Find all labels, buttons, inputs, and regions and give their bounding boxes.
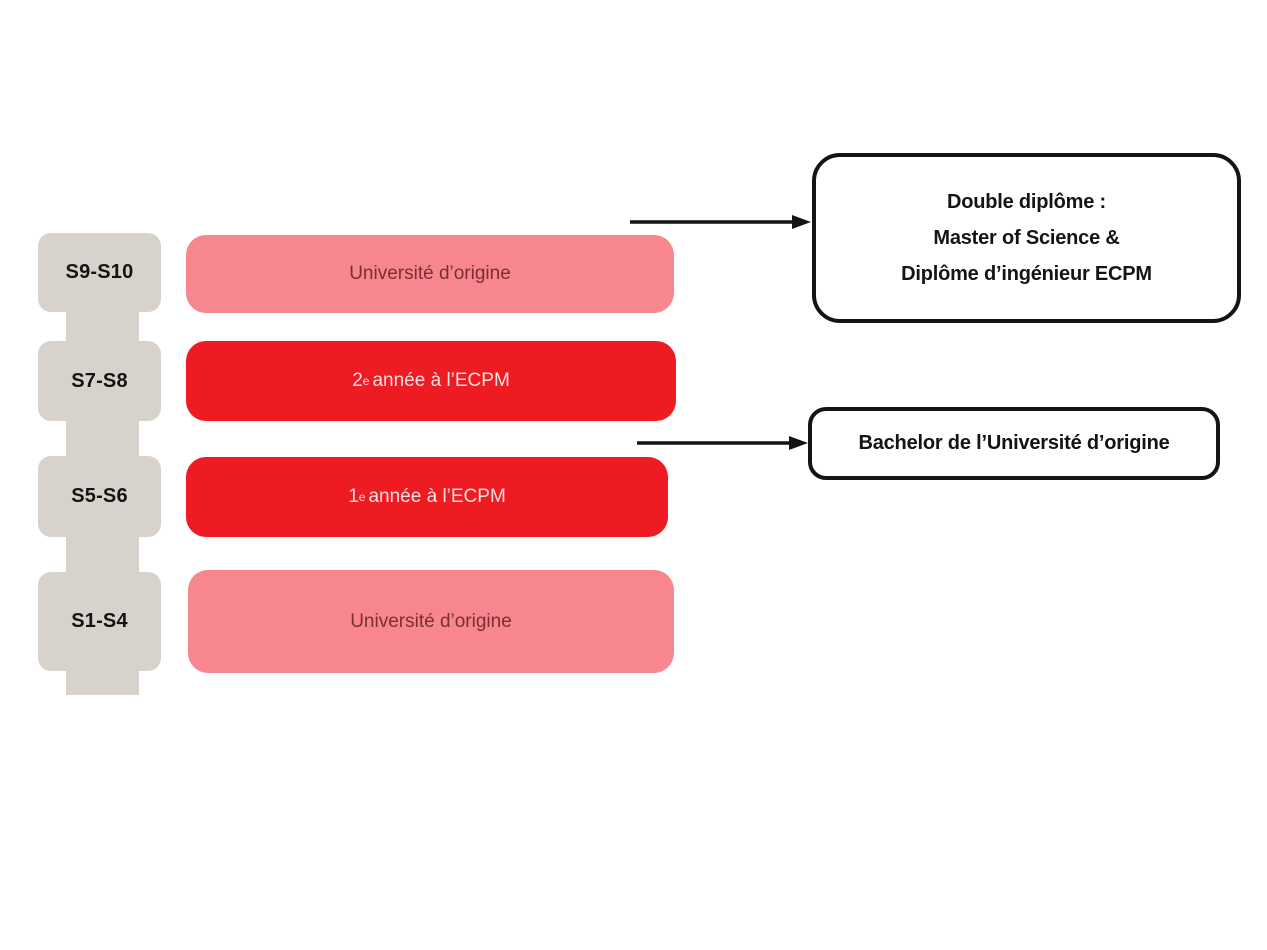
bar-label: Université d’origine xyxy=(349,263,511,284)
arrow-to-double-diploma xyxy=(630,215,811,229)
semester-tab-s5-s6: S5-S6 xyxy=(38,456,161,537)
bar-label-text: année à l’ECPM xyxy=(368,486,506,507)
semester-label: S5-S6 xyxy=(71,485,128,507)
bar-label-number: 1 xyxy=(348,486,359,507)
bar-label-number: 2 xyxy=(352,370,363,391)
callout-line: Bachelor de l’Université d’origine xyxy=(858,432,1170,454)
callout-line: Double diplôme : xyxy=(946,191,1107,213)
bar-universite-origine-top: Université d’origine xyxy=(186,235,674,313)
callout-line: Master of Science & xyxy=(933,227,1120,249)
semester-label: S1-S4 xyxy=(71,610,128,632)
callout-bachelor: Bachelor de l’Université d’origine xyxy=(808,407,1220,480)
semester-tab-s7-s8: S7-S8 xyxy=(38,341,161,421)
arrow-to-bachelor xyxy=(637,436,808,450)
bar-label: Université d’origine xyxy=(350,610,512,632)
semester-tab-s9-s10: S9-S10 xyxy=(38,233,161,312)
bar-universite-origine-bottom: Université d’origine xyxy=(188,570,674,673)
callout-double-diploma: Double diplôme : Master of Science & Dip… xyxy=(812,153,1241,323)
callout-line: Diplôme d’ingénieur ECPM xyxy=(901,263,1152,285)
semester-tab-s1-s4: S1-S4 xyxy=(38,572,161,671)
semester-label: S7-S8 xyxy=(71,369,128,392)
bar-label-text: année à l’ECPM xyxy=(372,370,510,391)
semester-label: S9-S10 xyxy=(65,261,134,283)
